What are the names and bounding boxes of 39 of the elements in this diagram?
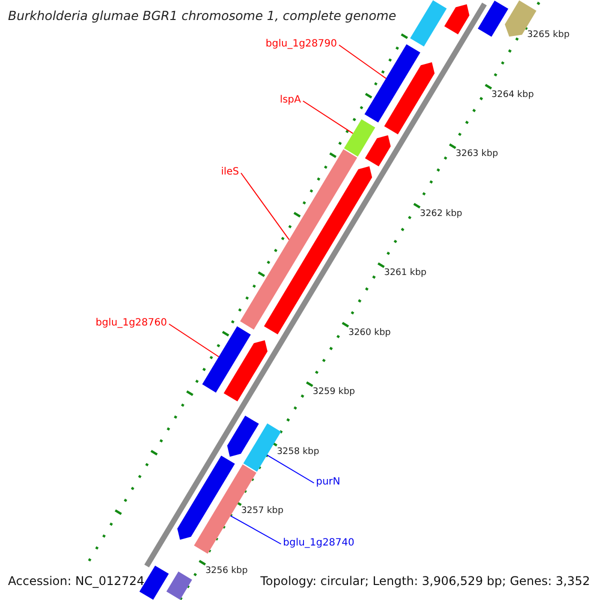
accession-text: Accession: NC_012724 <box>8 575 144 589</box>
gene-feature <box>264 166 372 334</box>
leader-line <box>266 454 314 484</box>
scale-label: 3264 kbp <box>491 90 534 100</box>
gene-label: bglu_1g28790 <box>266 38 337 50</box>
gene-feature <box>384 62 435 134</box>
diagram-title: Burkholderia glumae BGR1 chromosome 1, complete genome <box>8 9 396 24</box>
gene-feature <box>240 149 358 330</box>
leader-line <box>302 100 354 134</box>
scale-label: 3260 kbp <box>348 328 391 338</box>
gene-feature <box>177 456 235 540</box>
scale-label: 3265 kbp <box>527 30 570 41</box>
scale-label: 3258 kbp <box>276 446 320 458</box>
scale-label: 3263 kbp <box>456 149 498 160</box>
scale-label: 3259 kbp <box>312 387 355 398</box>
gene-label: bglu_1g28740 <box>283 537 354 549</box>
gene-feature <box>365 135 391 166</box>
gene-feature <box>478 0 508 37</box>
gene-label: lspA <box>280 94 301 106</box>
gene-feature <box>410 0 447 46</box>
scale-label: 3261 kbp <box>384 268 427 279</box>
genome-info-text: Topology: circular; Length: 3,906,529 bp; Genes: 3,352 <box>260 575 590 589</box>
leader-line <box>230 515 282 544</box>
gene-label: ileS <box>220 166 239 178</box>
gene-feature <box>166 572 192 600</box>
gene-feature <box>224 340 268 402</box>
leader-line <box>168 324 220 358</box>
gene-feature <box>344 119 376 157</box>
gene-feature <box>202 326 251 393</box>
gene-feature <box>364 44 420 122</box>
gene-label: bglu_1g28760 <box>96 317 167 329</box>
gene-label: purN <box>316 476 340 488</box>
gene-feature <box>444 4 470 34</box>
scale-label: 3256 kbp <box>205 566 248 576</box>
scale-label: 3262 kbp <box>420 208 462 220</box>
leader-line <box>338 44 387 79</box>
leader-line <box>240 172 290 240</box>
scale-label: 3257 kbp <box>241 506 284 517</box>
gene-feature <box>227 416 259 457</box>
